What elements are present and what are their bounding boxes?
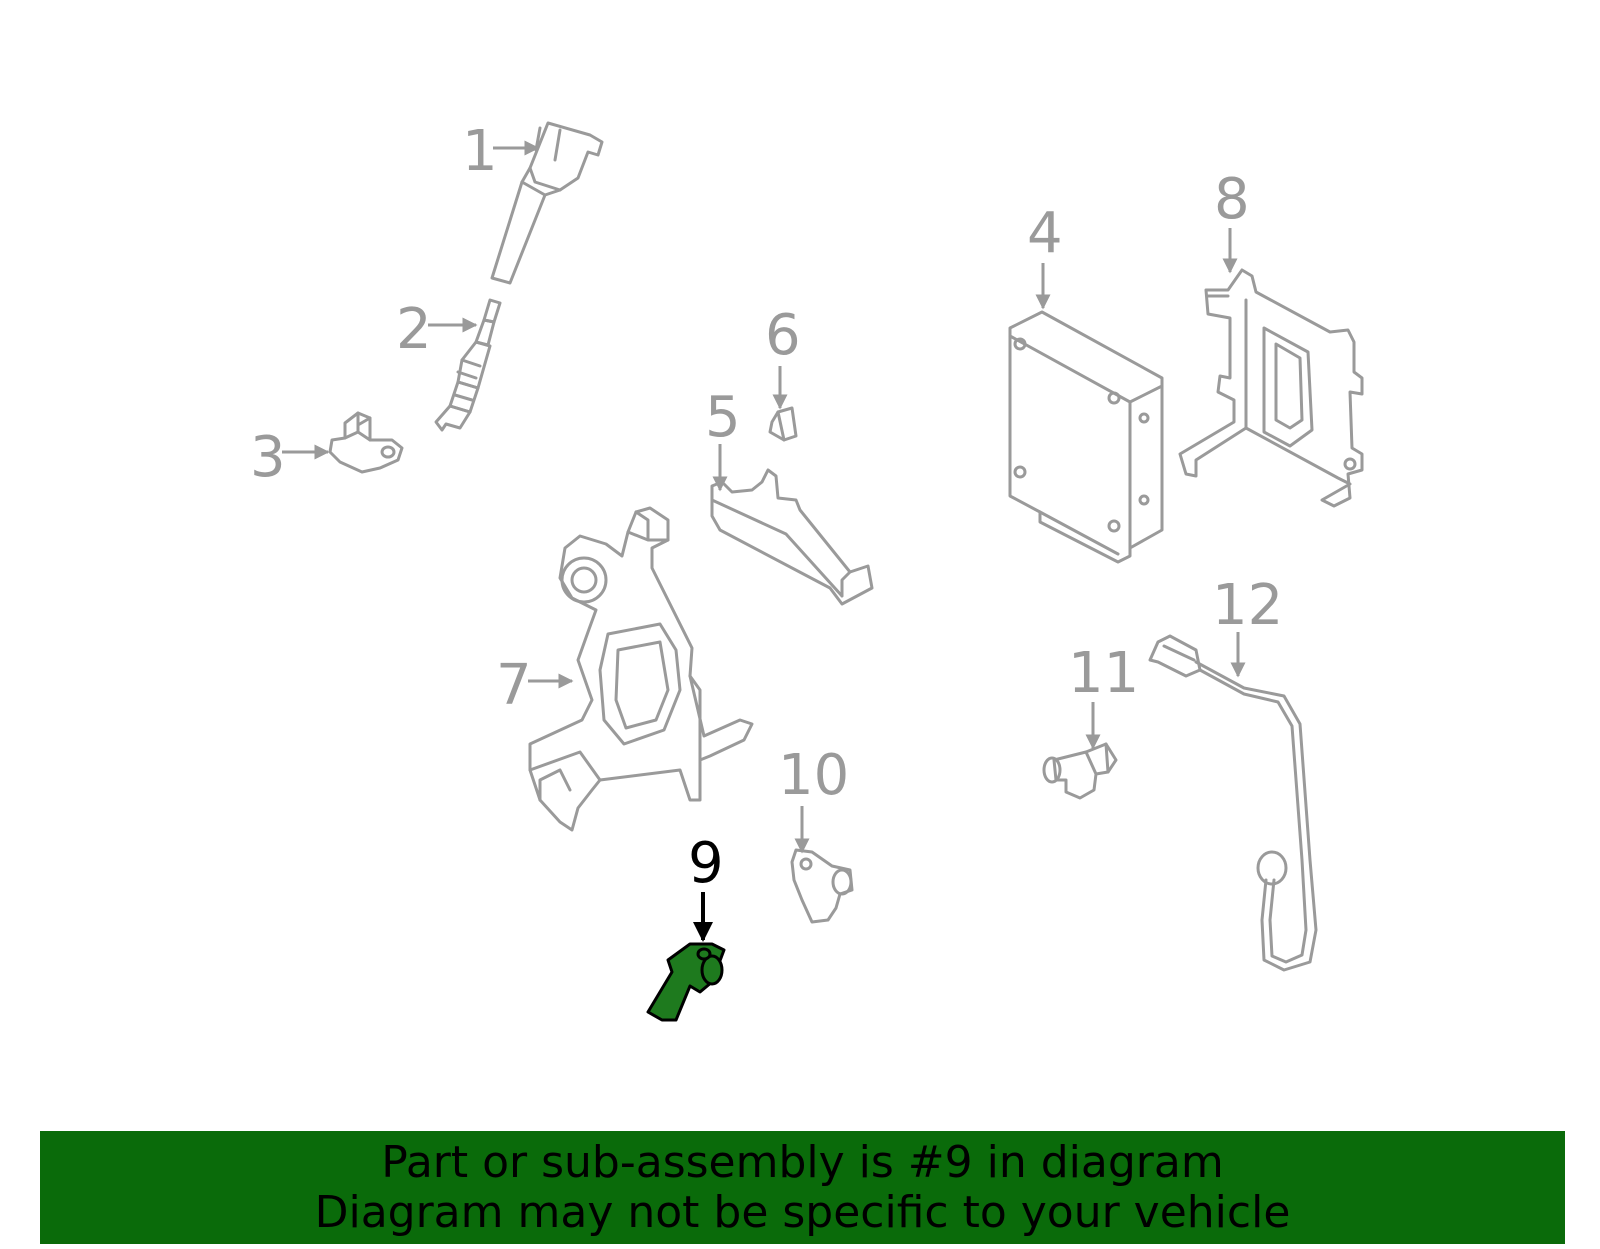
callout-10: 10 bbox=[778, 743, 849, 808]
part-8-module-bracket[interactable]: 8 bbox=[1178, 167, 1364, 508]
callout-2: 2 bbox=[396, 297, 432, 362]
callout-6: 6 bbox=[765, 303, 801, 368]
banner-line-2: Diagram may not be specific to your vehi… bbox=[314, 1186, 1291, 1238]
part-10-position-sensor[interactable]: 10 bbox=[778, 743, 854, 924]
part-2-spark-plug[interactable]: 2 bbox=[396, 297, 502, 432]
callout-7: 7 bbox=[496, 653, 532, 718]
part-6-clip[interactable]: 6 bbox=[765, 303, 801, 442]
banner-line-1: Part or sub-assembly is #9 in diagram bbox=[381, 1136, 1224, 1188]
callout-12: 12 bbox=[1212, 573, 1283, 638]
callout-11: 11 bbox=[1068, 641, 1139, 706]
part-5-bracket[interactable]: 5 bbox=[705, 385, 874, 606]
callout-8: 8 bbox=[1214, 167, 1250, 232]
part-4-control-module[interactable]: 4 bbox=[1008, 201, 1164, 564]
part-7-mount-bracket[interactable]: 7 bbox=[496, 506, 754, 832]
part-11-sensor[interactable]: 11 bbox=[1042, 641, 1139, 800]
part-9-position-sensor[interactable]: 9 bbox=[646, 831, 726, 1022]
part-12-sensor-harness[interactable]: 12 bbox=[1148, 573, 1318, 972]
callout-3: 3 bbox=[250, 425, 286, 490]
part-3-sensor[interactable]: 3 bbox=[250, 411, 404, 490]
part-1-ignition-coil[interactable]: 1 bbox=[462, 119, 604, 285]
callout-4: 4 bbox=[1027, 201, 1063, 266]
callout-1: 1 bbox=[462, 119, 498, 184]
callout-9: 9 bbox=[688, 831, 724, 896]
callout-5: 5 bbox=[705, 385, 741, 450]
info-banner: Part or sub-assembly is #9 in diagram Di… bbox=[40, 1131, 1565, 1244]
